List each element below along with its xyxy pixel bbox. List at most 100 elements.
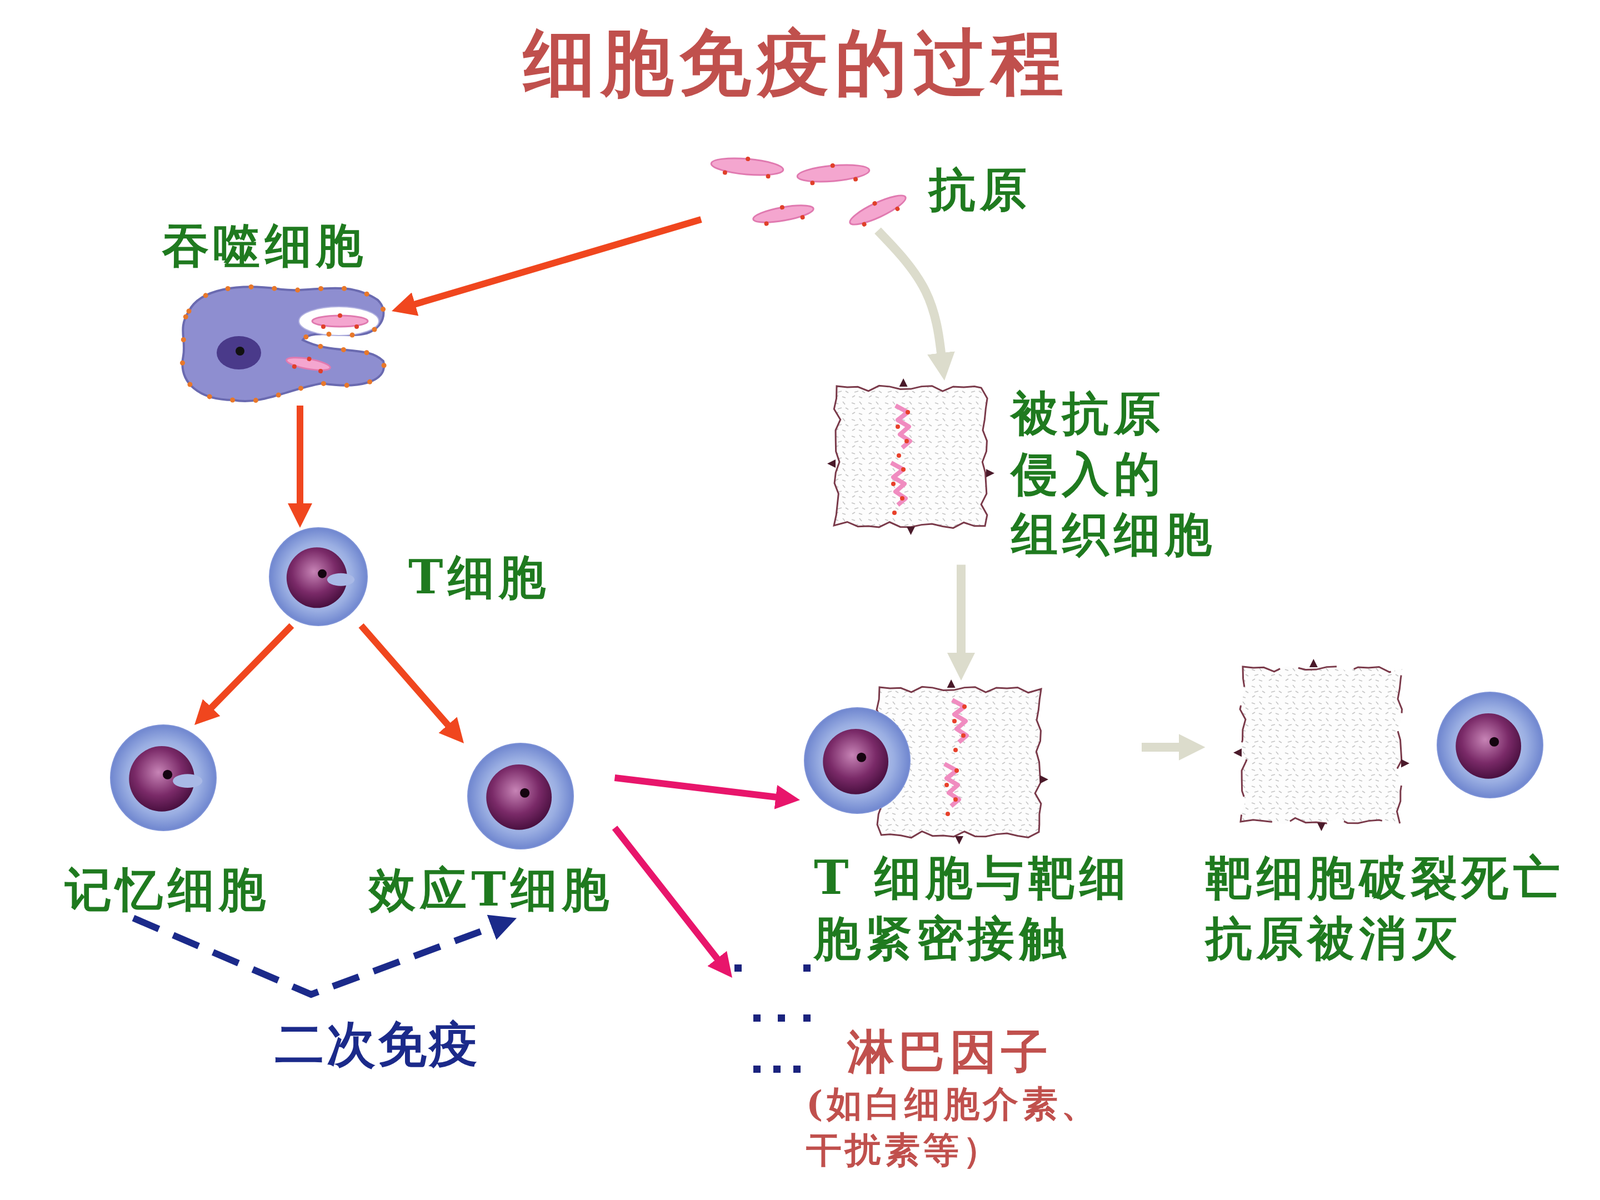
secretion-dot: [793, 1065, 801, 1073]
surface-spike: [1309, 658, 1318, 668]
nucleolus: [317, 569, 327, 579]
antigen-dot: [896, 453, 902, 458]
surface-spike: [899, 378, 908, 387]
cell-label: 靶细胞破裂死亡 抗原被消灭: [1205, 847, 1589, 969]
edge-label: 二次免疫: [275, 1015, 481, 1074]
lymphocyte: [804, 707, 910, 814]
cell-label: 记忆细胞: [65, 860, 272, 919]
secretion-dot: [753, 1014, 761, 1022]
membrane-dot: [253, 397, 259, 403]
antigen-rod: [710, 153, 785, 180]
cell-node: 记忆细胞: [65, 725, 272, 919]
antigen-dot: [337, 313, 343, 318]
cell-node: 效应T细胞: [368, 743, 615, 919]
membrane-dot: [276, 392, 282, 398]
arrow-connector: [615, 777, 784, 798]
dead-target-cell: [1233, 658, 1410, 832]
antigen-rod: [285, 352, 332, 375]
arrow-connector: [408, 219, 702, 307]
antigen-inside: [895, 405, 910, 448]
cell-node: 靶细胞破裂死亡 抗原被消灭: [1205, 663, 1590, 969]
antigen-rod: [796, 160, 871, 187]
antigen-inside: [891, 462, 906, 505]
antigen-dot: [871, 200, 878, 207]
cell-label: 淋巴因子: [847, 1022, 1054, 1081]
surface-spike: [906, 526, 915, 535]
antigen-dot: [321, 324, 326, 329]
antigen-inside: [952, 700, 967, 743]
membrane-dot: [186, 308, 192, 314]
membrane-dot: [207, 393, 213, 399]
membrane-dot: [364, 291, 370, 297]
membrane-dot: [183, 314, 189, 320]
antigen-dot: [953, 797, 958, 802]
antigen-dot: [722, 170, 728, 175]
membrane-dot: [230, 397, 235, 403]
secretion-dot: [777, 1014, 785, 1022]
antigen-dot: [810, 180, 815, 186]
antigen-dot: [953, 747, 958, 753]
secretion-dot: [753, 1065, 761, 1073]
antigen-dot: [895, 424, 900, 429]
antigen-dot: [904, 438, 909, 444]
membrane-dot: [318, 286, 324, 292]
cell-body: [467, 743, 574, 849]
antigen-dot: [900, 496, 905, 501]
cell-nucleus: [822, 728, 889, 795]
diagram-title: 细胞免疫的过程: [523, 19, 1070, 107]
antigen-dot: [944, 782, 949, 788]
antigen-dot: [763, 221, 769, 227]
antigen-body: [285, 355, 332, 373]
antigen-rod: [751, 200, 815, 229]
antigen-dot: [291, 363, 297, 369]
surface-spike: [1040, 775, 1049, 784]
surface-spike: [947, 679, 956, 688]
antigen-body: [796, 162, 870, 184]
membrane-dot: [321, 381, 327, 387]
surface-spike: [1401, 759, 1410, 768]
title-holder: 细胞免疫的过程: [523, 19, 1070, 107]
cell-node: T细胞: [269, 527, 552, 626]
antigen-body: [847, 190, 909, 230]
antigen-dot: [891, 481, 896, 487]
antigen-dot: [306, 356, 312, 362]
secretion-dot: [773, 1065, 781, 1073]
membrane-dot: [298, 385, 304, 391]
membrane-dot: [344, 382, 350, 388]
secretion-dot: [734, 964, 742, 972]
antigen-dot: [894, 206, 901, 213]
cell-body: [1437, 692, 1543, 798]
antigen-body: [710, 155, 784, 178]
membrane-dot: [225, 286, 231, 292]
surface-spike: [827, 459, 836, 468]
antigen-dot: [901, 467, 906, 472]
membrane-dot: [295, 287, 300, 293]
antigen-body: [752, 202, 815, 227]
tissue-cell: [827, 378, 995, 535]
arrow-connector: [133, 918, 500, 995]
membrane-dot: [363, 350, 369, 355]
phagosome: [298, 306, 379, 336]
antigen-dot: [952, 718, 957, 724]
cell-label: 效应T细胞: [368, 860, 615, 919]
secretion-dot: [803, 1014, 811, 1022]
antigen-dot: [892, 510, 897, 515]
membrane-dot: [187, 382, 193, 388]
cell-nucleus: [1455, 713, 1522, 779]
arrow-connector: [877, 230, 943, 362]
membrane-dot: [317, 343, 323, 349]
antigen-dot: [961, 733, 966, 738]
arrow-connector: [615, 827, 723, 965]
membrane-dot: [381, 362, 387, 368]
lymphocyte: [1437, 692, 1543, 798]
membrane-dot: [380, 306, 386, 312]
phagocyte-nucleus: [216, 336, 262, 370]
antigen-dot: [765, 173, 771, 179]
cell-label: 被抗原 侵入的 组织细胞: [1011, 382, 1222, 565]
antigen-dot: [830, 163, 835, 169]
surface-spike: [955, 836, 964, 845]
arrow-connector: [206, 625, 292, 713]
